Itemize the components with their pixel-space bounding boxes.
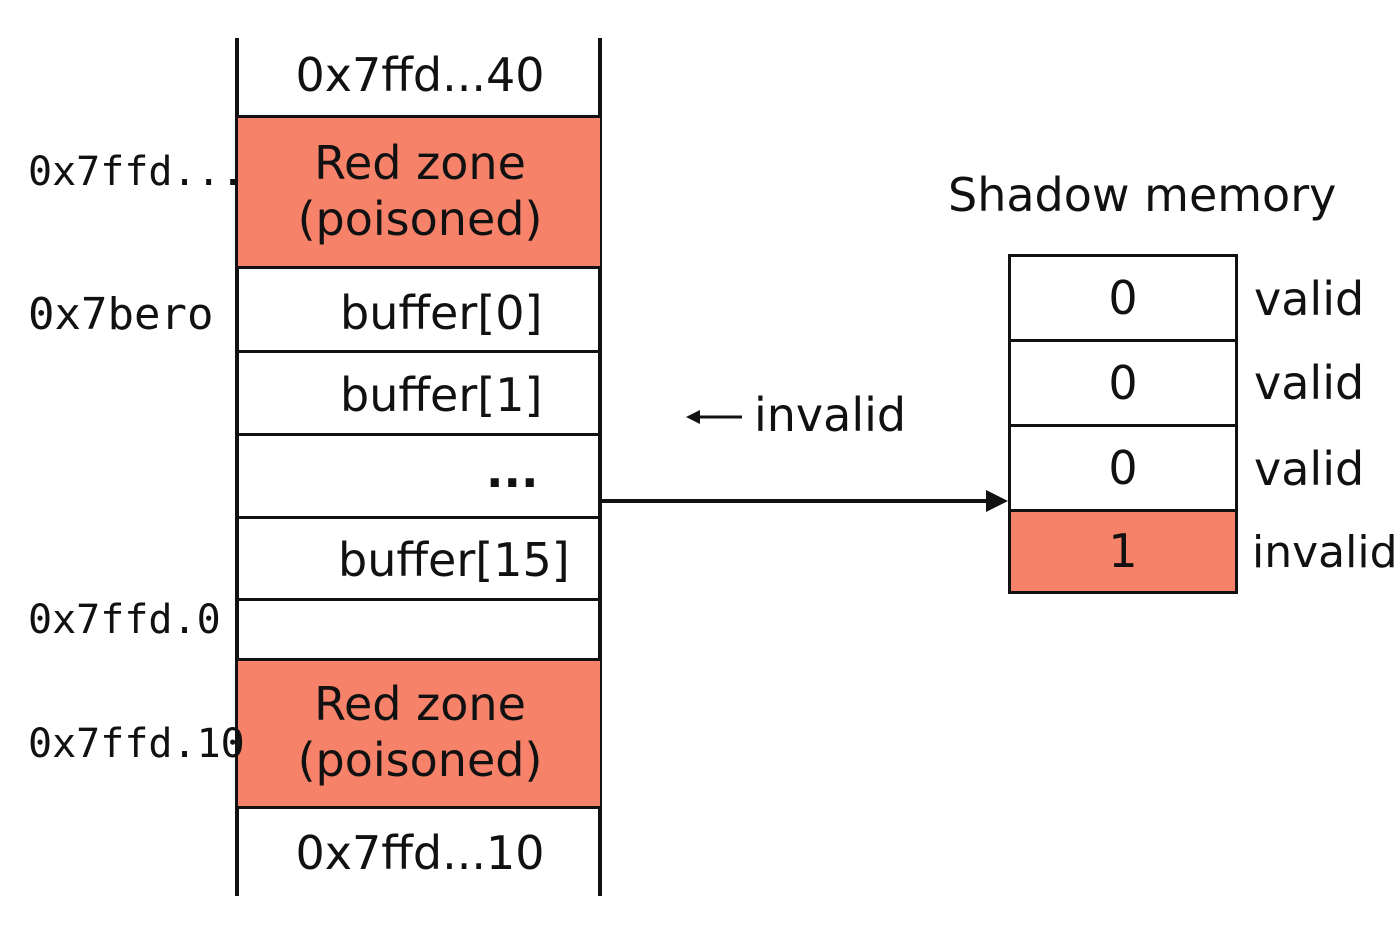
invalid-pointer: invalid (686, 390, 916, 442)
divider (237, 115, 601, 118)
red-zone-top (238, 116, 600, 268)
divider (237, 350, 601, 353)
divider (237, 806, 601, 809)
shadow-memory-title: Shadow memory (948, 168, 1337, 222)
buffer-cell-0: buffer[0] (340, 286, 543, 340)
divider (237, 516, 601, 519)
buffer-cell-1: buffer[1] (340, 368, 543, 422)
stack-column: 0x7ffd...40 Red zone (poisoned) buffer[0… (235, 38, 602, 896)
shadow-label: valid (1254, 272, 1365, 326)
shadow-row: 0 (1011, 257, 1235, 342)
shadow-value: 0 (1108, 271, 1138, 325)
shadow-row-poisoned: 1 (1011, 512, 1235, 591)
side-address-2: 0x7bero (28, 289, 214, 340)
red-zone-bottom-label-2: (poisoned) (297, 733, 543, 787)
shadow-memory-table: 0 0 0 1 (1008, 254, 1238, 594)
shadow-value: 1 (1108, 524, 1138, 578)
red-zone-top-label-2: (poisoned) (297, 192, 543, 246)
side-address-4: 0x7ffd.10 (28, 721, 245, 767)
shadow-row: 0 (1011, 427, 1235, 512)
red-zone-bottom (238, 660, 600, 808)
shadow-value: 0 (1108, 441, 1138, 495)
divider (237, 433, 601, 436)
side-address-3: 0x7ffd.0 (28, 597, 221, 643)
shadow-connector-arrow (600, 490, 1008, 512)
stack-bottom-address: 0x7ffd...10 (295, 826, 545, 880)
left-arrow-icon (686, 410, 742, 424)
stack-right-border (598, 38, 602, 896)
red-zone-top-label-1: Red zone (314, 136, 526, 190)
shadow-label: valid (1254, 442, 1365, 496)
buffer-cell-ellipsis: ... (486, 444, 539, 498)
invalid-pointer-label: invalid (754, 388, 907, 442)
shadow-row: 0 (1011, 342, 1235, 427)
divider (237, 598, 601, 601)
stack-top-address: 0x7ffd...40 (295, 48, 545, 102)
side-address-1: 0x7ffd... (28, 149, 245, 195)
red-zone-bottom-label-1: Red zone (314, 677, 526, 731)
divider (237, 658, 601, 661)
stack-left-border (235, 38, 239, 896)
buffer-cell-15: buffer[15] (338, 533, 570, 587)
divider (237, 266, 601, 269)
shadow-value: 0 (1108, 356, 1138, 410)
shadow-label: invalid (1252, 527, 1398, 578)
shadow-label: valid (1254, 356, 1365, 410)
